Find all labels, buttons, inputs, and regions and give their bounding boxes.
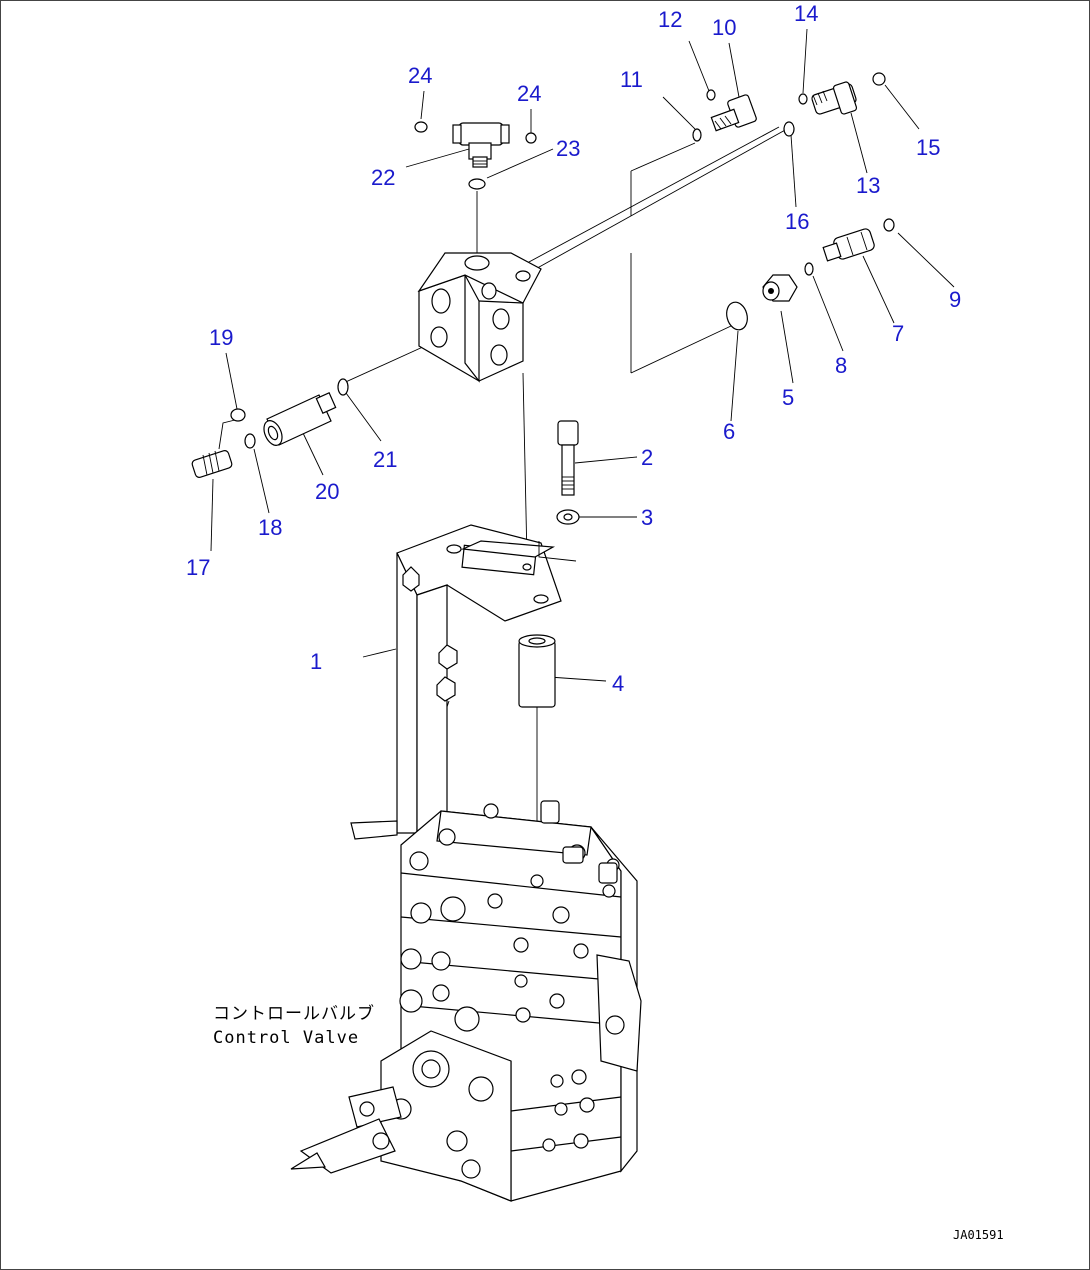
callout-12: 12 [658,7,682,32]
callout-16: 16 [785,209,809,234]
callout-19: 19 [209,325,233,350]
o-ring-16 [783,121,795,137]
connector-10 [710,94,757,132]
o-ring-6 [726,301,748,331]
o-ring-24-right [525,132,537,144]
o-ring-19 [230,408,246,422]
callout-4: 4 [612,671,624,696]
callout-8: 8 [835,353,847,378]
o-ring-12 [706,89,716,101]
callout-5: 5 [782,385,794,410]
o-ring-14 [798,93,808,105]
assembly-axis-lines [218,126,788,871]
callout-2: 2 [641,445,653,470]
callout-13: 13 [856,173,880,198]
bolt-2 [557,420,579,496]
caption-japanese: コントロールバルブ [213,1003,375,1024]
tee-fitting-22 [452,122,510,168]
washer-3 [556,509,580,525]
o-ring-24-left [414,121,428,133]
callout-24-left: 24 [408,63,432,88]
callout-labels: 1 2 3 4 5 6 7 8 9 10 11 12 13 14 15 16 1… [186,1,961,696]
drawing-reference-code: JA01591 [953,1228,1004,1242]
nipple-17 [191,450,233,478]
callout-15: 15 [916,135,940,160]
callout-21: 21 [373,447,397,472]
callout-3: 3 [641,505,653,530]
callout-14: 14 [794,1,818,26]
o-ring-15 [872,72,886,86]
plug-5 [762,274,798,302]
o-ring-21 [337,378,349,396]
spacer-4 [518,634,556,708]
o-ring-11 [692,128,702,142]
callout-9: 9 [949,287,961,312]
callout-10: 10 [712,15,736,40]
callout-24-right: 24 [517,81,541,106]
o-ring-18 [244,433,256,449]
control-valve-body [290,800,642,1202]
callout-23: 23 [556,136,580,161]
callout-22: 22 [371,165,395,190]
caption-english: Control Valve [213,1028,359,1048]
o-ring-23 [468,178,486,190]
plug-7 [822,228,875,262]
sleeve-20 [263,392,337,446]
bracket-1 [350,524,577,840]
callout-11: 11 [620,67,643,92]
o-ring-8 [804,262,814,276]
o-ring-9 [883,218,895,232]
callout-18: 18 [258,515,282,540]
elbow-fitting-13 [811,81,858,115]
leader-lines [210,28,955,682]
callout-17: 17 [186,555,210,580]
callout-7: 7 [892,321,904,346]
callout-6: 6 [723,419,735,444]
callout-20: 20 [315,479,339,504]
valve-block [417,252,542,383]
callout-1: 1 [310,649,322,674]
